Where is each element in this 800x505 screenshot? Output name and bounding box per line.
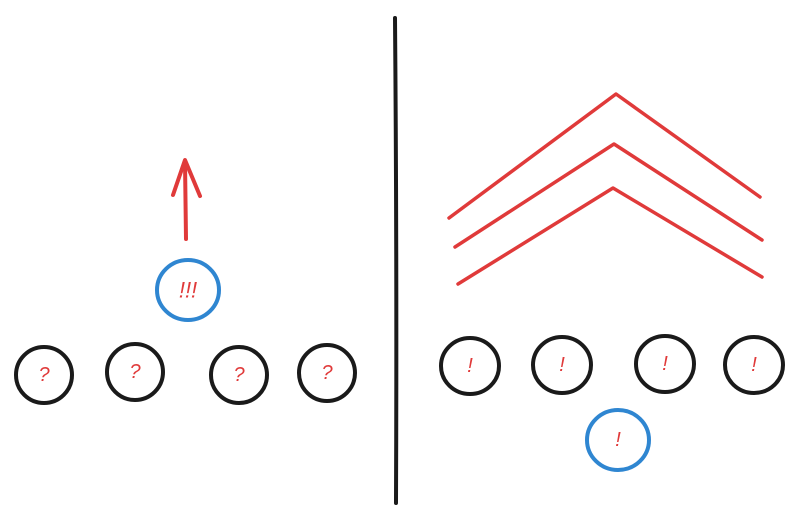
leader-mark: !!! [179, 278, 197, 303]
follower-mark: ? [321, 362, 333, 384]
leader-circle: !!! [155, 258, 221, 322]
follower-mark: ! [559, 354, 565, 376]
follower-circle: ! [439, 336, 501, 396]
follower-mark: ? [38, 364, 50, 386]
follower-circle: ? [14, 345, 74, 405]
follower-circle: ? [297, 343, 357, 403]
leader-circle: ! [585, 408, 651, 472]
chevron-top [447, 92, 762, 220]
follower-mark: ? [233, 364, 245, 386]
follower-circle: ! [531, 335, 593, 395]
chevron-bottom [456, 186, 764, 286]
follower-mark: ! [662, 353, 668, 375]
triple-chevron-up-icon [447, 92, 764, 286]
chevron-middle [453, 142, 764, 249]
follower-circle: ? [209, 345, 269, 405]
leader-mark: ! [615, 429, 621, 451]
follower-mark: ! [751, 354, 757, 376]
panel-divider [393, 16, 399, 505]
right-panel: ! ! ! ! ! [439, 92, 785, 472]
follower-mark: ? [129, 361, 141, 383]
follower-mark: ! [467, 355, 473, 377]
follower-circle: ! [634, 334, 696, 394]
follower-circle: ! [723, 335, 785, 395]
follower-circle: ? [105, 342, 165, 402]
arrow-up-icon [171, 158, 202, 241]
left-panel: !!! ? ? ? ? [14, 158, 357, 405]
